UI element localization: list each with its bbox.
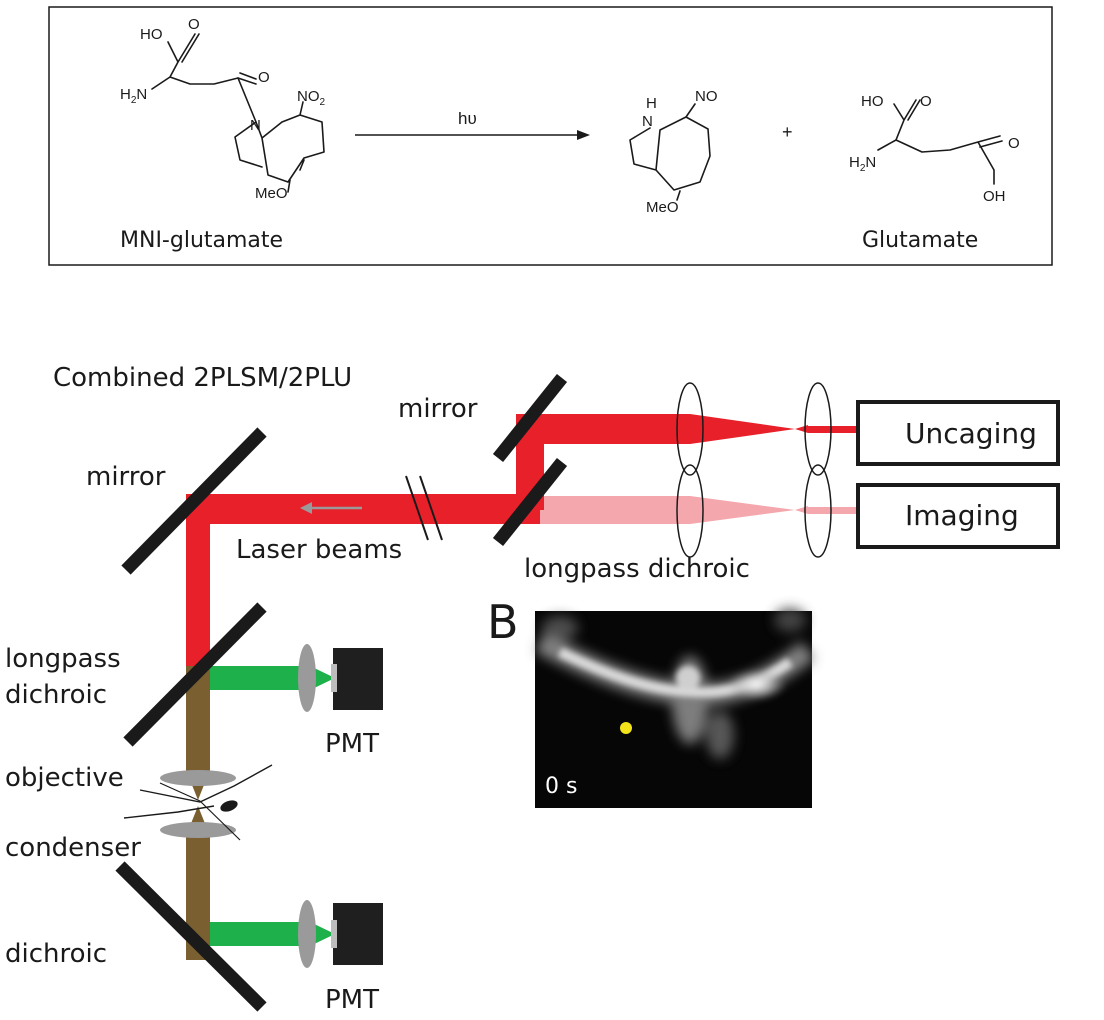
uncaging-spot-marker [620,722,632,734]
lens-uncaging-2 [804,382,832,476]
fluorescence-beam-bottom [210,922,310,946]
nitrosoindoline-structure: H N NO MeO [629,88,718,216]
mirror-top-label: mirror [398,394,478,424]
bonds-nitrosoindoline [629,103,711,201]
setup-title: Combined 2PLSM/2PLU [53,363,352,393]
uncaging-beam-tail [808,426,858,433]
lens-imaging-2 [804,464,832,558]
dichroic-label: dichroic [5,939,107,969]
amine-label: H2N [120,86,147,106]
pmt-top-window [331,664,337,692]
pmt-top-label: PMT [325,729,379,759]
longpass-left-label-2: dichroic [5,680,107,710]
uncaging-laser-box [856,400,1060,466]
pmt-top-body [333,648,383,710]
laser-beams-label: Laser beams [236,535,402,565]
objective-label: objective [5,763,124,793]
indoline-n-label: N [250,117,261,134]
mni-glutamate-structure: HO O H2N O N NO2 MeO [120,16,326,202]
condenser-lens [160,822,236,838]
methoxy-label: MeO [255,185,288,202]
beam-break-1 [405,475,429,541]
imaging-laser-box [856,483,1060,549]
glu-amine-label: H2N [849,154,876,174]
bonds-mni [151,33,325,193]
uncaging-laser-label: Uncaging [905,417,1037,450]
reactant-label: MNI-glutamate [120,228,283,253]
pmt-bottom-label: PMT [325,985,379,1015]
objective-lens [160,770,236,786]
beam-break-2 [419,475,443,541]
longpass-left-label-1: longpass [5,644,121,674]
longpass-dichroic-left [123,602,267,747]
uncaging-beam-cone [520,414,795,444]
dichroic-bottom [115,861,267,1012]
arrow-label: hυ [458,109,477,128]
mirror-left [121,427,267,575]
reaction-arrow: hυ [355,109,590,140]
nitroso-label: NO [695,88,718,105]
glu-side-o-label: O [1008,135,1020,152]
imaging-beam-tail [808,507,858,514]
lens-imaging-1 [676,464,704,558]
glu-carboxyl-o-label: O [920,93,932,110]
glutamate-structure: HO O H2N O OH [849,93,1020,205]
bonds-glutamate [877,99,1003,185]
mirror-left-label: mirror [86,462,166,492]
longpass-dichroic-right-label: longpass dichroic [524,554,750,584]
panel-b-letter: B [487,595,519,649]
nh-h-label: H [646,95,657,112]
pmt-bottom-lens [298,900,316,968]
nitro-label: NO2 [297,88,326,108]
pmt-bottom-body [333,903,383,965]
plus-sign: + [782,122,793,142]
nh-n-label: N [642,113,653,130]
amide-o-label: O [258,69,270,86]
combined-beam-vertical [186,494,210,666]
lens-uncaging-1 [676,382,704,476]
recording-pipette [123,764,273,841]
glu-hooc-label: HO [861,93,884,110]
reaction-frame [48,6,1053,266]
mirror-top [492,373,568,463]
longpass-dichroic-right [492,457,568,547]
pmt-top [298,644,383,712]
carboxyl-o-label: O [188,16,200,33]
imaging-laser-label: Imaging [905,499,1019,532]
combined-beam [186,475,540,666]
pmt-bottom-window [331,920,337,948]
imaging-beam [540,496,858,524]
uncaging-beam [516,414,858,510]
panel-b: B 0 s [487,595,816,808]
timestamp-label: 0 s [545,774,577,799]
condenser-label: condenser [5,833,141,863]
fluorescence-image: 0 s [534,608,816,808]
product-methoxy-label: MeO [646,199,679,216]
fluorescence-beam-top [210,666,310,690]
pmt-bottom [298,900,383,968]
optical-setup: Combined 2PLSM/2PLU [5,363,1060,1015]
pmt-top-lens [298,644,316,712]
combined-beam-horizontal [186,494,540,524]
reaction-scheme: HO O H2N O N NO2 MeO hυ H N NO MeO + HO … [48,6,1053,266]
hooc-label: HO [140,26,163,43]
imaging-beam-cone [540,496,795,524]
product-label: Glutamate [862,228,978,253]
glu-oh-label: OH [983,188,1006,205]
